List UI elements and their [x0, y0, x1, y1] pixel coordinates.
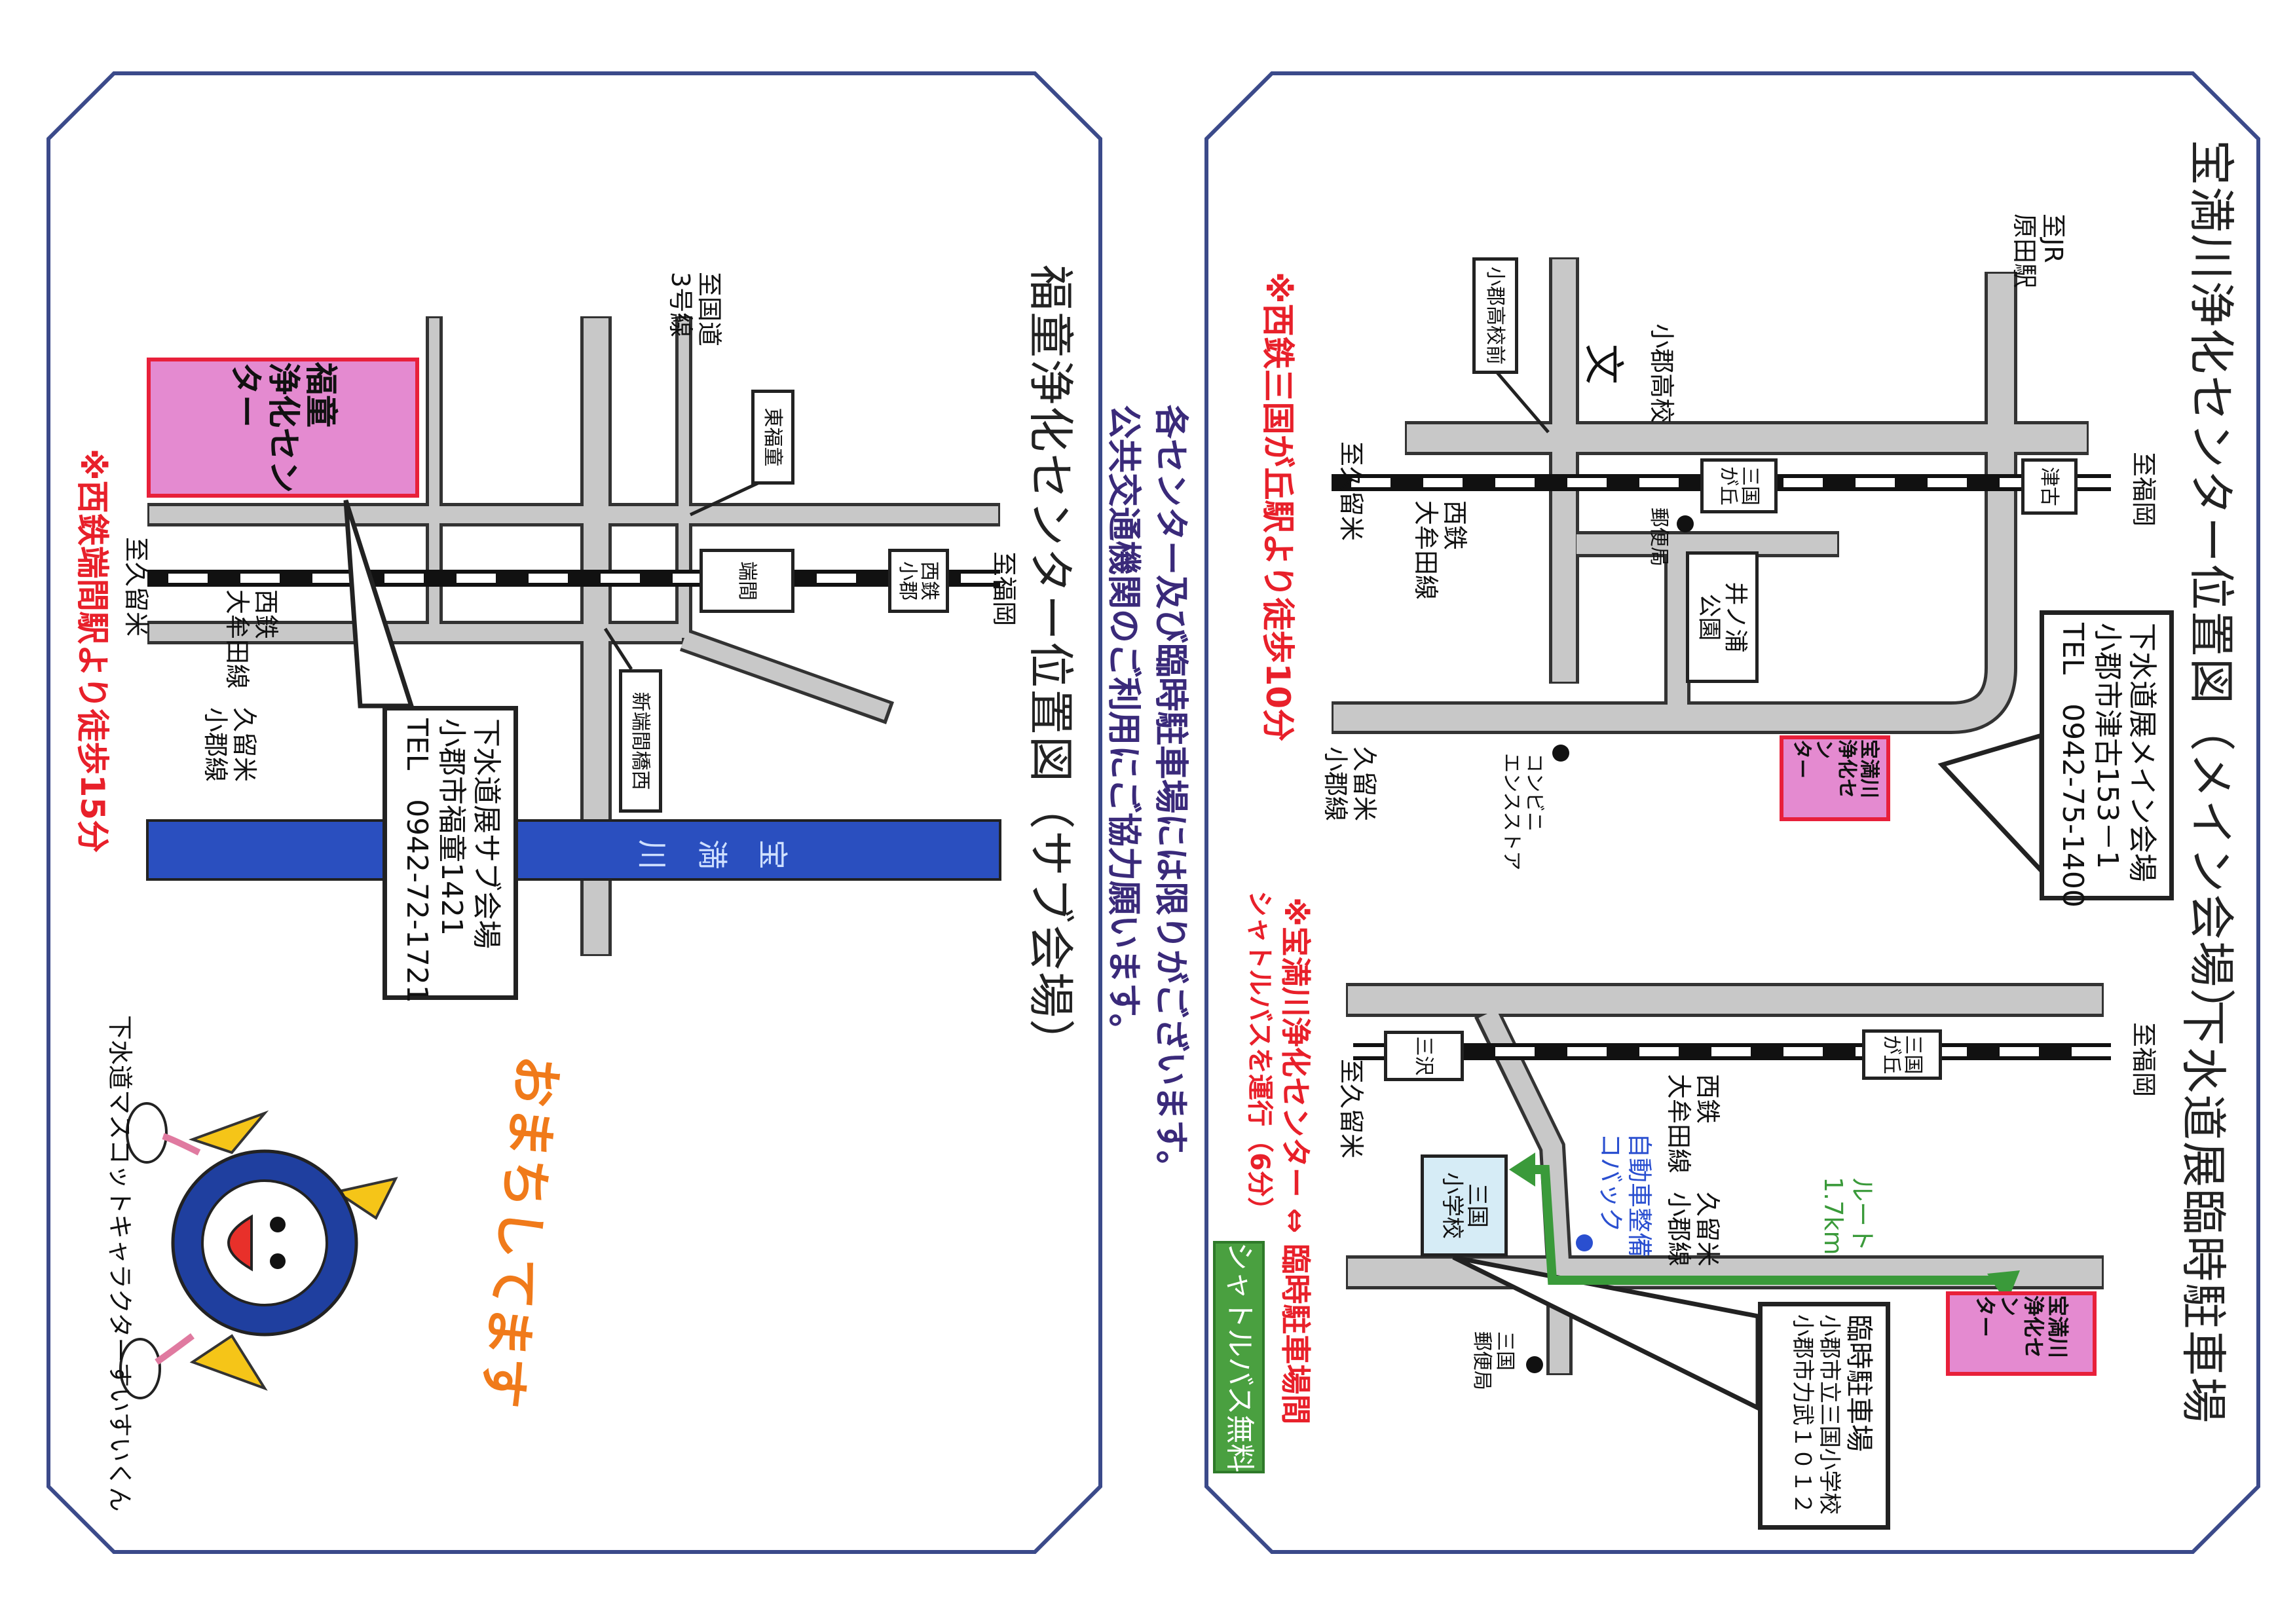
main-map-title: 宝満川浄化センター位置図（メイン会場） [2184, 139, 2238, 1035]
mascot-suisui-kun [119, 1102, 398, 1399]
label-convenience-store: コンビニ エンスストア [1500, 753, 1546, 871]
mikuni-post-office-dot [1526, 1356, 1543, 1373]
label-to-jr-harada: 至JR 原田駅 [2010, 213, 2068, 289]
parking-map-title: 下水道展臨時駐車場 [2176, 1000, 2230, 1424]
label-road-kurume-ogori: 久留米 小郡線 [1321, 747, 1379, 822]
parking-label-to-kurume: 至久留米 [1337, 1059, 1366, 1159]
sub-label-to-kurume: 至久留米 [122, 537, 151, 637]
main-venue-address: 小郡市津古153－1 [2091, 623, 2125, 869]
parking-label-rail-line: 西鉄 大牟田線 [1664, 1074, 1722, 1174]
sub-venue-name: 下水道展サブ会場 [470, 718, 503, 949]
label-kobac-garage: 自動車整備 コバック [1596, 1133, 1654, 1258]
sub-map-title: 福童浄化センター位置図（サブ会場） [1024, 265, 1077, 1066]
label-mikuni-post-office: 三国 郵便局 [1470, 1331, 1517, 1390]
station-nishitetsu-ogori: 西鉄 小郡 [888, 549, 949, 613]
label-post-office: 郵便局 [1647, 507, 1670, 566]
parking-place: 小郡市立三国小学校 [1816, 1314, 1842, 1515]
bus-stop-ogori-high-school: 小郡高校前 [1472, 257, 1518, 374]
main-venue-name: 下水道展メイン会場 [2125, 623, 2159, 882]
sub-venue-callout: 下水道展サブ会場 小郡市福童1421 TEL 0942-72-1721 [382, 706, 518, 1003]
sub-venue-tel: TEL 0942-72-1721 [400, 718, 434, 1003]
fukudo-center-marker: 福童 浄化セン ター [147, 358, 419, 498]
river-label: 宝 満 川 [638, 834, 789, 870]
sub-label-to-fukuoka: 至福岡 [990, 551, 1018, 627]
main-panel-frame [1204, 71, 2260, 1554]
mikuni-elementary-school: 三国 小学校 [1421, 1154, 1508, 1257]
main-venue-callout: 下水道展メイン会場 小郡市津古153－1 TEL 0942-75-1400 [2040, 610, 2174, 908]
label-ogori-high-school: 小郡高校 [1647, 323, 1676, 424]
convenience-store-dot [1552, 745, 1569, 762]
notice-line1: 各センター及び臨時駐車場には限りがございます。 [1151, 405, 1190, 1185]
sub-panel-frame [47, 71, 1102, 1554]
parking-label-road: 久留米 小郡線 [1664, 1192, 1722, 1267]
hoshogawa-center-marker: 宝満川 浄化セン ター [1780, 735, 1890, 821]
label-to-kurume: 至久留米 [1337, 441, 1366, 542]
sub-venue-address: 小郡市福童1421 [435, 718, 469, 936]
post-office-dot [1677, 515, 1694, 532]
parking-map-center-marker: 宝満川 浄化セン ター [1946, 1291, 2097, 1376]
station-misawa: 三沢 [1384, 1031, 1464, 1081]
parking-label-to-fukuoka: 至福岡 [2129, 1022, 2158, 1098]
garage-dot [1576, 1234, 1593, 1251]
parking-station-mikunigaoka: 三国 が丘 [1862, 1029, 1942, 1080]
notice-line2: 公共交通機関のご利用にご協力願います。 [1104, 405, 1143, 1048]
pointers [343, 366, 2044, 1412]
hosho-river [146, 819, 1001, 881]
main-map-walk-note: ※西鉄三国が丘駅より徒歩10分 [1259, 272, 1297, 742]
route-distance-label: ルート 1.7km [1819, 1177, 1876, 1255]
label-to-fukuoka: 至福岡 [2129, 452, 2158, 527]
parking-callout: 臨時駐車場 小郡市立三国小学校 小郡市力武１０１２ [1758, 1302, 1890, 1530]
station-tsuko: 津古 [2021, 458, 2078, 515]
main-venue-tel: TEL 0942-75-1400 [2056, 623, 2090, 908]
bus-stop-higashi-fukudo: 東福童 [751, 390, 794, 485]
label-rail-line: 西鉄 大牟田線 [1411, 500, 1469, 600]
inoura-park: 井ノ浦 公園 [1686, 551, 1759, 683]
route-arrow-school [1509, 1153, 1535, 1187]
bus-stop-shin-hamabashi-nishi: 新端間橋西 [619, 669, 662, 813]
route-arrow-center [1987, 1270, 2020, 1303]
school-symbol-icon: 文 [1580, 344, 1628, 385]
mascot-caption: 下水道マスコットキャラクターすいすいくん [105, 1015, 134, 1512]
roads [149, 259, 2102, 1373]
station-mikunigaoka: 三国 が丘 [1700, 458, 1778, 513]
sub-label-road: 久留米 小郡線 [201, 707, 259, 783]
sub-map-walk-note: ※西鉄端間駅より徒歩15分 [73, 449, 111, 853]
station-hama: 端間 [700, 549, 794, 613]
shuttle-note-line2: シャトルバスを運行（6分） [1244, 891, 1275, 1223]
free-shuttle-badge: シャトルバス無料 [1213, 1241, 1265, 1473]
sub-label-rail-line: 西鉄 大牟田線 [223, 589, 280, 690]
shuttle-note-line1: ※宝満川浄化センター ⇔ 臨時駐車場間 [1278, 897, 1313, 1425]
parking-address: 小郡市力武１０１２ [1789, 1314, 1816, 1515]
sub-label-to-route3: 至国道 3号線 [666, 272, 724, 347]
parking-name: 臨時駐車場 [1843, 1314, 1875, 1452]
